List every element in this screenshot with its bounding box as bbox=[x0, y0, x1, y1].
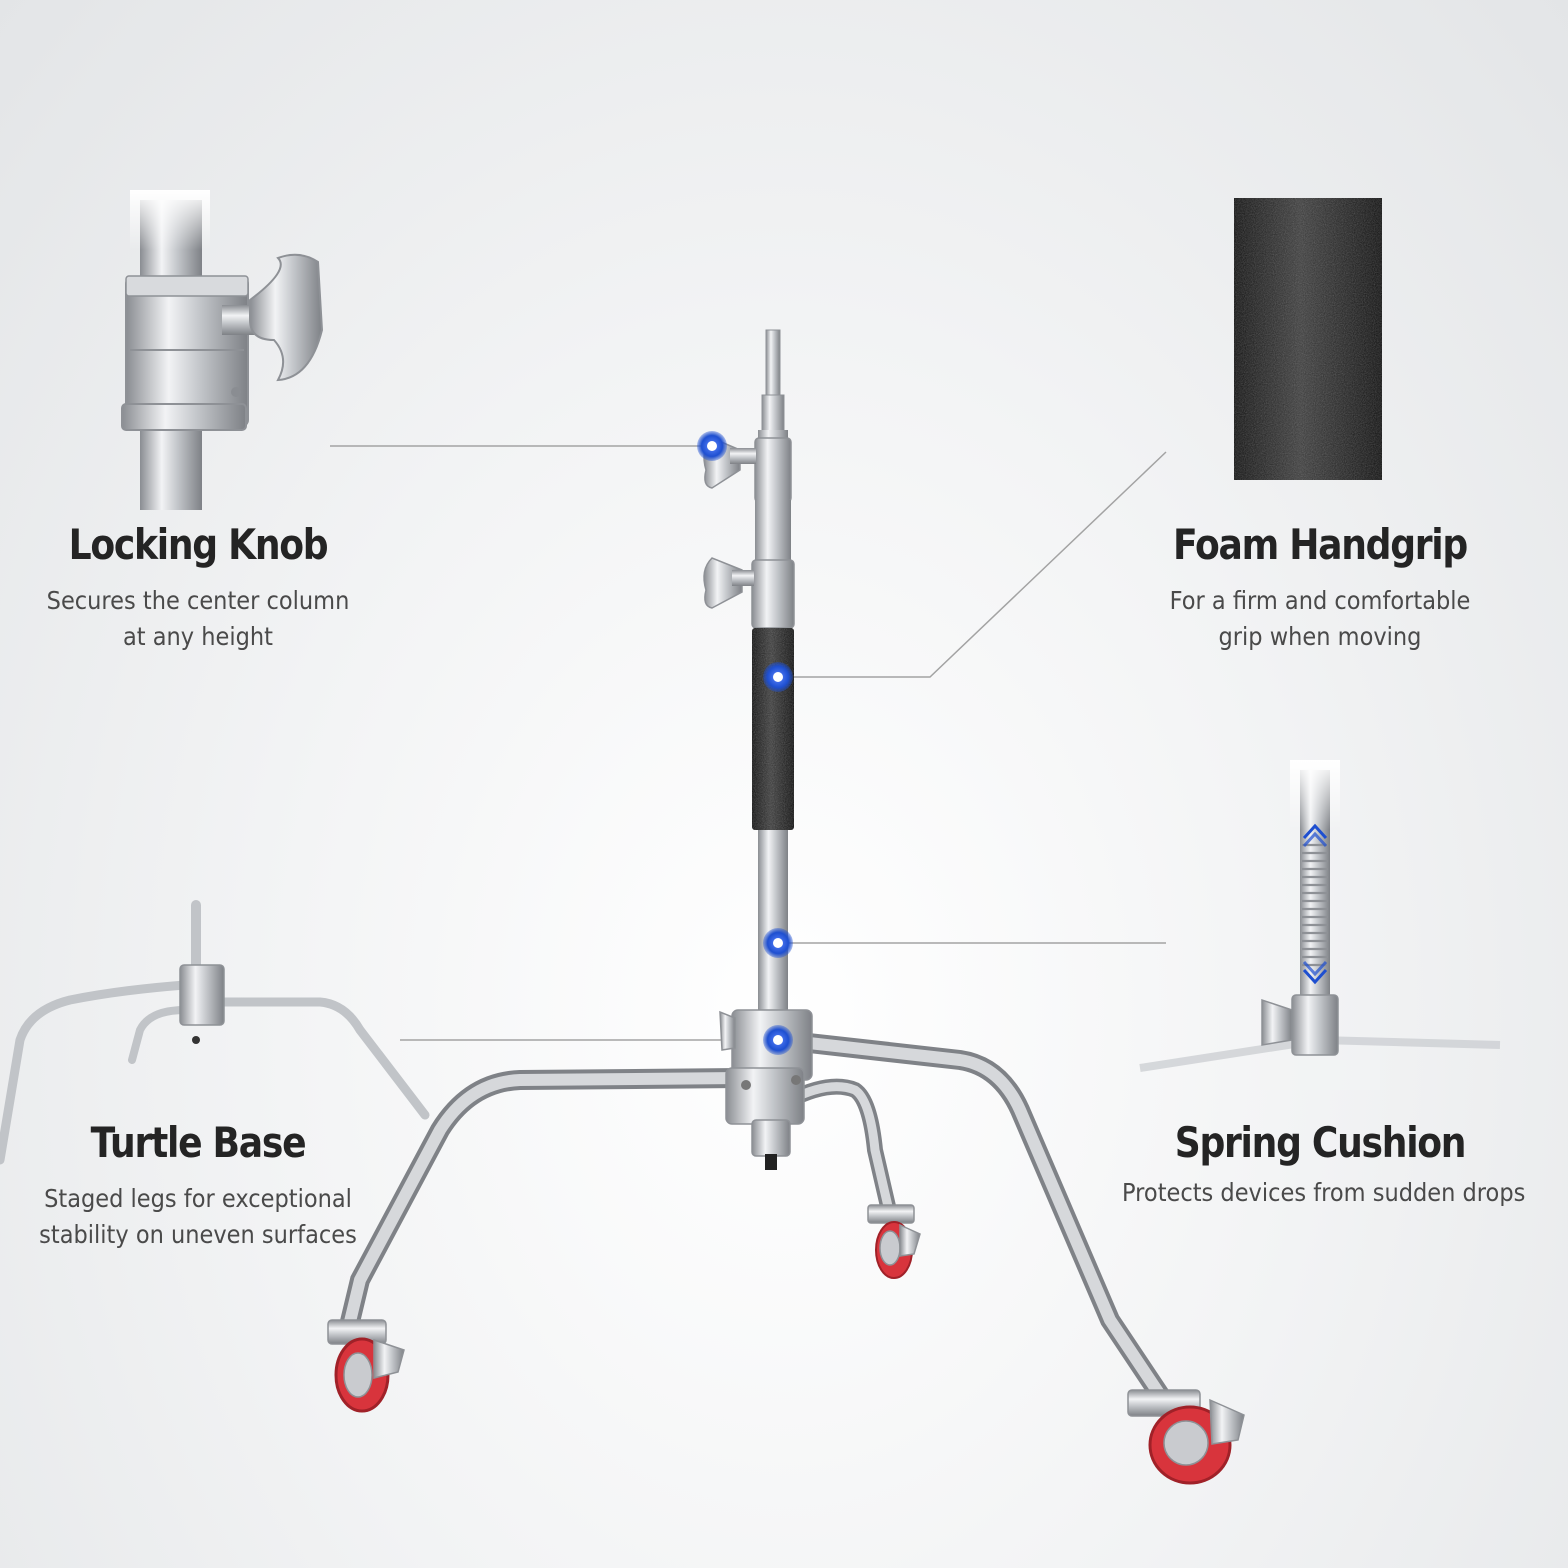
desc-line: at any height bbox=[122, 622, 273, 651]
callout-markers bbox=[697, 431, 793, 1055]
foam-handgrip-detail bbox=[1234, 198, 1382, 480]
feature-title: Foam Handgrip bbox=[1173, 520, 1468, 569]
spring-cushion-detail bbox=[1139, 760, 1501, 1090]
feature-title: Locking Knob bbox=[68, 520, 329, 569]
feature-description: For a firm and comfortable grip when mov… bbox=[1149, 583, 1491, 655]
marker-turtle-base bbox=[763, 1025, 793, 1055]
leader-line-foam-handgrip bbox=[778, 451, 1167, 678]
turtle-base-detail bbox=[0, 900, 430, 1165]
leader-lines bbox=[330, 445, 1167, 1041]
caster-back bbox=[867, 1204, 921, 1279]
feature-title: Spring Cushion bbox=[1174, 1118, 1467, 1167]
feature-description: Protects devices from sudden drops bbox=[1122, 1175, 1526, 1211]
caster-front-left bbox=[327, 1319, 405, 1413]
feature-locking-knob: Locking Knob Secures the center column a… bbox=[20, 520, 376, 655]
desc-line: Secures the center column bbox=[46, 586, 350, 615]
feature-description: Secures the center column at any height bbox=[38, 583, 358, 655]
feature-turtle-base: Turtle Base Staged legs for exceptional … bbox=[20, 1118, 376, 1253]
feature-foam-handgrip: Foam Handgrip For a firm and comfortable… bbox=[1130, 520, 1510, 655]
desc-line: For a firm and comfortable bbox=[1169, 586, 1471, 615]
c-stand bbox=[327, 329, 1245, 1485]
desc-line: grip when moving bbox=[1218, 622, 1422, 651]
desc-line: Staged legs for exceptional bbox=[44, 1184, 352, 1213]
desc-line: stability on uneven surfaces bbox=[39, 1220, 357, 1249]
marker-locking-knob bbox=[697, 431, 727, 461]
caster-front-right bbox=[1127, 1389, 1245, 1485]
feature-title: Turtle Base bbox=[90, 1118, 307, 1167]
desc-line: Protects devices from sudden drops bbox=[1122, 1178, 1526, 1207]
locking-knob-detail bbox=[121, 190, 324, 510]
marker-foam-handgrip bbox=[763, 662, 793, 692]
feature-description: Staged legs for exceptional stability on… bbox=[38, 1181, 358, 1253]
marker-spring-cushion bbox=[763, 928, 793, 958]
feature-spring-cushion: Spring Cushion Protects devices from sud… bbox=[1100, 1118, 1540, 1211]
